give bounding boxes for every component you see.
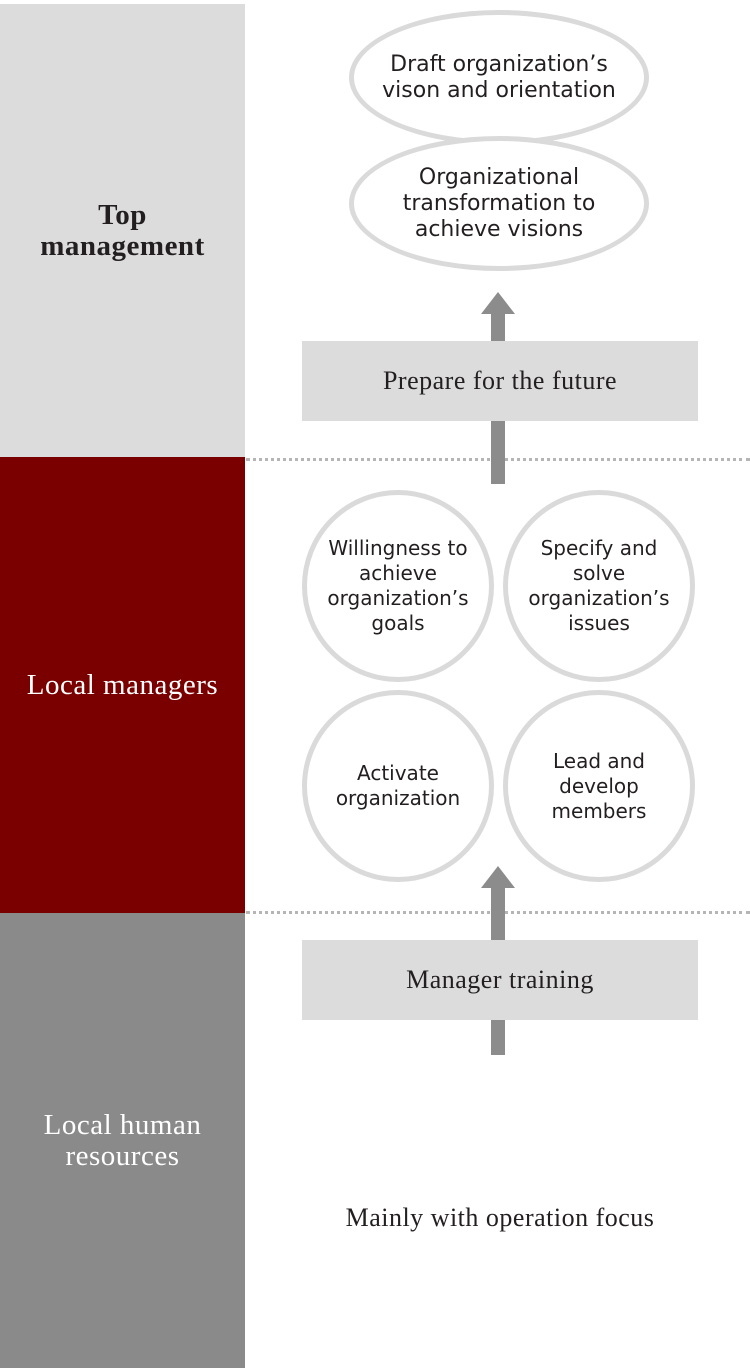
circle-specify: Specify and solve organization’s issues <box>503 490 695 682</box>
willingness-line3: organization’s <box>327 586 469 610</box>
prepare-future-label: Prepare for the future <box>382 366 618 395</box>
arrow-shaft <box>491 1020 505 1055</box>
lead-line2: develop <box>559 773 639 798</box>
circle-activate: Activate organization <box>302 690 494 882</box>
manager-training-box: Manager training <box>302 940 698 1020</box>
prepare-future-box: Prepare for the future <box>302 341 698 421</box>
lead-line1: Lead and <box>552 748 645 773</box>
transformation-line1: Organizational <box>418 164 580 190</box>
specify-line3: organization’s <box>528 586 670 610</box>
tier-top-management: Top management <box>0 4 245 457</box>
lead-line3: members <box>551 798 647 823</box>
specify-line2: solve <box>572 561 626 585</box>
specify-line1: Specify and <box>540 536 658 560</box>
arrow-shaft <box>491 887 505 941</box>
arrow-up-icon <box>481 866 515 888</box>
tier-hr-line1: Local human <box>43 1108 202 1141</box>
operation-focus-label: Mainly with operation focus <box>345 1203 655 1232</box>
tier-local-human-resources: Local human resources <box>0 913 245 1368</box>
transformation-line2: transformation to <box>402 190 596 216</box>
vision-ellipse: Draft organization’s vison and orientati… <box>349 10 649 145</box>
vision-line1: Draft organization’s <box>390 51 608 77</box>
activate-line1: Activate <box>357 761 439 785</box>
circle-willingness: Willingness to achieve organization’s go… <box>302 490 494 682</box>
willingness-line4: goals <box>371 611 425 635</box>
specify-line4: issues <box>568 611 630 635</box>
transformation-ellipse: Organizational transformation to achieve… <box>349 136 649 271</box>
tier-top-line2: management <box>40 229 205 262</box>
transformation-line3: achieve visions <box>414 216 584 242</box>
arrow-shaft <box>491 421 505 484</box>
manager-training-label: Manager training <box>406 965 594 994</box>
tier-hr-line2: resources <box>65 1139 180 1172</box>
willingness-line2: achieve <box>359 561 437 585</box>
vision-line2: vison and orientation <box>382 77 616 103</box>
willingness-line1: Willingness to <box>328 536 468 560</box>
tier-top-line1: Top <box>98 198 147 231</box>
tier-local-line1: Local managers <box>26 668 219 701</box>
tier-local-managers: Local managers <box>0 457 245 913</box>
circle-lead: Lead and develop members <box>503 690 695 882</box>
arrow-up-icon <box>481 292 515 314</box>
activate-line2: organization <box>335 786 461 810</box>
arrow-shaft <box>491 313 505 342</box>
